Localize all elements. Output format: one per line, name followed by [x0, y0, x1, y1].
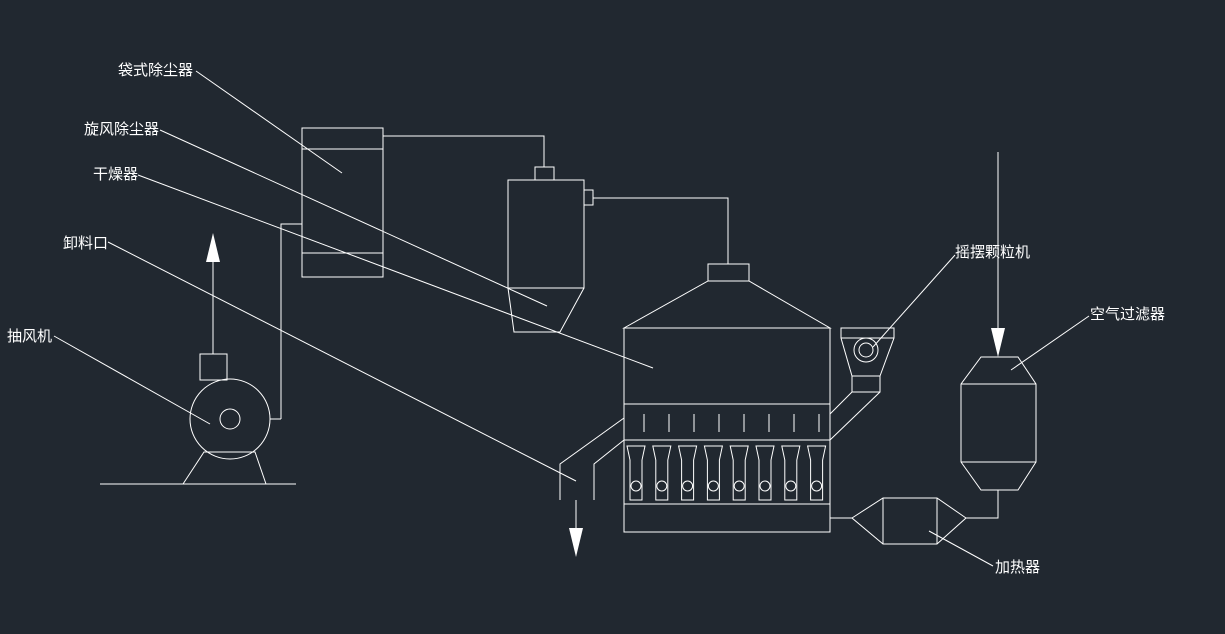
duct-bag-filter-to-cyclone [383, 135, 545, 167]
exhaust-arrow-icon [206, 233, 220, 262]
bed-roller [630, 480, 642, 492]
leader-heater [928, 530, 994, 567]
leader-granulator [872, 254, 956, 348]
leader-lines [53, 70, 1090, 567]
air-filter [960, 152, 1037, 491]
cyclone-cone [507, 287, 585, 333]
duct-fan-to-bag-filter [280, 223, 302, 419]
granulator-rotor [853, 337, 879, 363]
bag-filter [301, 127, 384, 278]
dryer-top-outlet [707, 263, 750, 282]
bed-roller [682, 480, 694, 492]
leader-cyclone [159, 129, 548, 307]
label-discharge: 卸料口 [63, 234, 108, 252]
dryer-bed-internals [626, 414, 827, 501]
bed-roller [811, 480, 823, 492]
cyclone [507, 166, 594, 333]
label-air-filter: 空气过滤器 [1090, 305, 1165, 323]
dryer-roof [622, 280, 832, 329]
air-intake-arrow-icon [991, 328, 1005, 357]
heater-body [851, 497, 967, 545]
dryer [622, 263, 832, 533]
air-filter-body [960, 356, 1037, 491]
granulator-outlet [851, 375, 881, 393]
leader-exhaust-fan [53, 335, 211, 425]
swing-granulator [829, 327, 895, 441]
discharge-outlet [559, 417, 625, 557]
cyclone-body [507, 179, 585, 289]
leader-bag-filter [195, 70, 343, 174]
label-granulator: 摇摆颗粒机 [955, 243, 1030, 261]
leader-air-filter [1010, 315, 1090, 371]
heater [851, 497, 967, 545]
leader-discharge [107, 241, 577, 482]
label-exhaust-fan: 抽风机 [7, 327, 52, 345]
discharge-arrow-icon [569, 528, 583, 557]
duct-cyclone-to-dryer [593, 197, 729, 264]
label-heater: 加热器 [995, 558, 1040, 576]
bed-roller [785, 480, 797, 492]
bed-hopper [806, 445, 827, 501]
granulator-hopper [840, 327, 895, 377]
bed-hopper [677, 445, 698, 501]
label-bag-filter: 袋式除尘器 [118, 61, 193, 79]
dryer-body [623, 327, 831, 533]
fan-stand [182, 451, 267, 485]
bed-hopper [626, 445, 646, 501]
cyclone-outlet [534, 166, 555, 181]
bed-hopper [652, 445, 672, 501]
exhaust-fan [100, 233, 296, 485]
cyclone-inlet-flange [583, 189, 594, 206]
label-dryer: 干燥器 [93, 165, 138, 183]
bed-hopper [781, 445, 801, 501]
bed-hopper [729, 445, 749, 501]
bed-roller [707, 480, 719, 492]
bed-roller [656, 480, 668, 492]
leader-dryer [137, 174, 654, 369]
label-cyclone: 旋风除尘器 [84, 120, 159, 138]
bed-roller [733, 480, 745, 492]
bed-roller [759, 480, 771, 492]
duct-air-filter-to-heater [966, 490, 999, 519]
bed-hopper [755, 445, 775, 501]
bag-filter-body [301, 127, 384, 278]
bed-hopper [703, 445, 724, 501]
fan-outlet [199, 353, 228, 381]
fan-hub [219, 408, 241, 430]
